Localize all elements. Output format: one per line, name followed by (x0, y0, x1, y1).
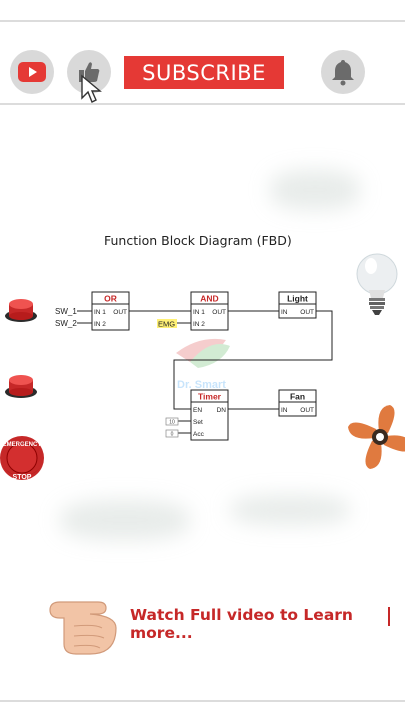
and-in2-label: IN 2 (193, 321, 205, 328)
emergency-label-top: EMERGENCY (3, 442, 42, 448)
diagram-title: Function Block Diagram (FBD) (104, 233, 292, 248)
background-haze (270, 170, 360, 210)
and-block: AND IN 1 IN 2 OUT (190, 291, 229, 331)
timer-block: Timer EN DN Set Acc (190, 389, 229, 441)
light-bulb-icon (356, 253, 398, 315)
pointing-hand-icon (49, 601, 117, 655)
light-block: Light IN OUT (278, 291, 317, 319)
fan-block: Fan IN OUT (278, 389, 317, 417)
timer-acc-label: Acc (193, 431, 205, 438)
text-caret (388, 607, 390, 626)
timer-set-label: Set (193, 419, 203, 426)
light-out-label: OUT (300, 309, 314, 316)
watermark-logo: Dr. Smart (176, 338, 230, 391)
fan-block-title: Fan (290, 392, 305, 402)
input-sw1-label: SW_1 (55, 307, 77, 316)
fan-icon (348, 405, 405, 469)
push-button-icon (5, 375, 37, 398)
background-haze (230, 495, 350, 525)
header-divider (0, 103, 405, 105)
cursor-icon (81, 74, 102, 103)
timer-acc-value-box: 0 (165, 429, 179, 438)
timer-dn-label: DN (217, 407, 227, 414)
or-in2-label: IN 2 (94, 321, 106, 328)
fan-in-label: IN (281, 407, 288, 414)
and-in1-label: IN 1 (193, 309, 205, 316)
and-block-title: AND (200, 294, 218, 304)
or-block: OR IN 1 IN 2 OUT (91, 291, 130, 331)
or-out-label: OUT (113, 309, 127, 316)
notification-bell-button[interactable] (321, 50, 365, 94)
or-block-title: OR (104, 294, 117, 304)
youtube-icon (18, 62, 46, 82)
cta-text: Watch Full video to Learn more... (130, 606, 353, 642)
emergency-stop-icon: EMERGENCY STOP (0, 436, 44, 481)
emergency-label-bottom: STOP (13, 474, 32, 481)
timer-set-value-box: 10 (165, 417, 179, 426)
bell-icon (332, 60, 354, 86)
input-emg-label: EMG (158, 320, 175, 329)
youtube-button[interactable] (10, 50, 54, 94)
timer-set-value: 10 (169, 420, 175, 426)
subscribe-button[interactable]: SUBSCRIBE (124, 56, 284, 89)
timer-acc-value: 0 (171, 432, 174, 438)
light-in-label: IN (281, 309, 288, 316)
input-sw2-label: SW_2 (55, 319, 77, 328)
fan-out-label: OUT (300, 407, 314, 414)
light-block-title: Light (287, 294, 308, 304)
bottom-divider (0, 700, 405, 702)
emg-highlight (157, 319, 177, 328)
or-in1-label: IN 1 (94, 309, 106, 316)
background-haze (60, 500, 190, 540)
watermark-text: Dr. Smart (177, 379, 226, 391)
push-button-icon (5, 299, 37, 322)
timer-block-title: Timer (198, 392, 222, 402)
top-divider (0, 20, 405, 22)
timer-en-label: EN (193, 407, 202, 414)
and-out-label: OUT (212, 309, 226, 316)
